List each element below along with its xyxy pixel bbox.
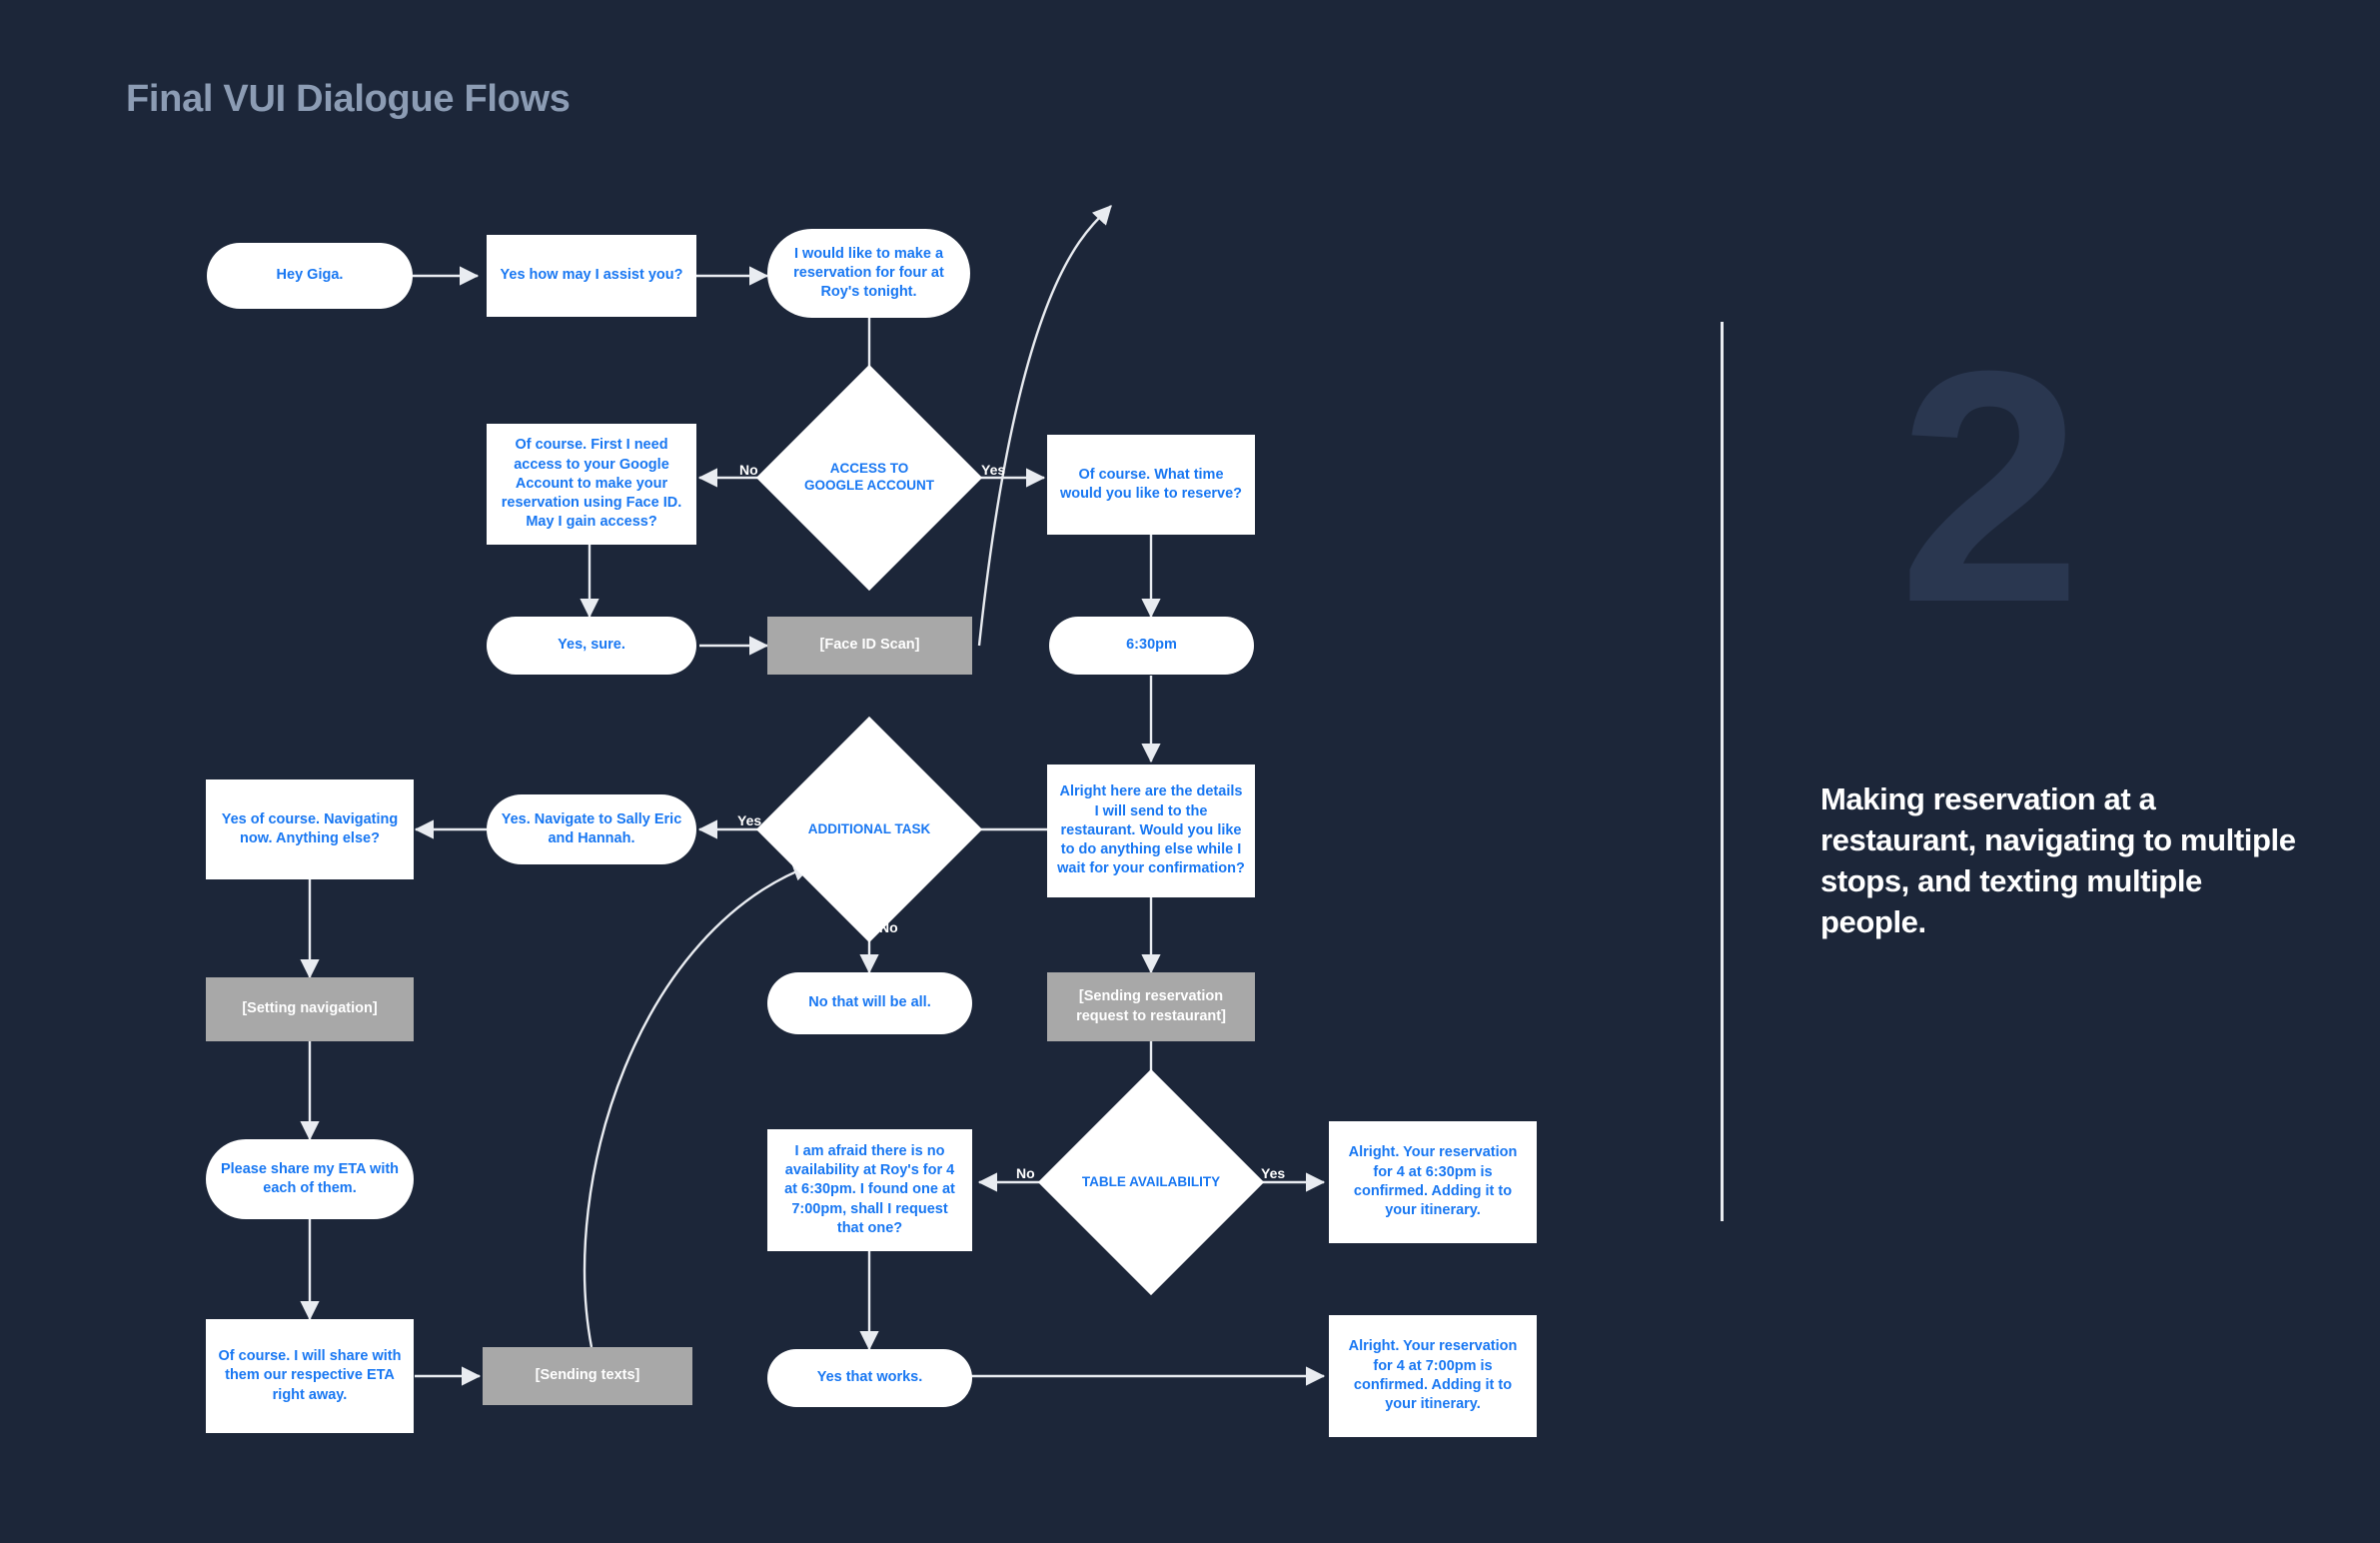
node-label: Yes. Navigate to Sally Eric and Hannah. bbox=[501, 810, 682, 846]
node-details-confirmation[interactable]: Alright here are the details I will send… bbox=[1047, 765, 1255, 897]
edge-label-additional-yes: Yes bbox=[737, 812, 762, 828]
node-label: Alright. Your reservation for 4 at 6:30p… bbox=[1348, 1144, 1518, 1219]
node-label: Alright here are the details I will send… bbox=[1057, 783, 1245, 877]
node-sending-texts[interactable]: [Sending texts] bbox=[483, 1347, 692, 1405]
node-confirmed-630pm[interactable]: Alright. Your reservation for 4 at 6:30p… bbox=[1329, 1121, 1537, 1243]
node-label: No that will be all. bbox=[808, 994, 931, 1011]
edge-label-additional-no: No bbox=[879, 919, 898, 935]
page-title: Final VUI Dialogue Flows bbox=[126, 78, 571, 120]
panel-caption: Making reservation at a restaurant, navi… bbox=[1820, 781, 2296, 939]
edge-label-table-no: No bbox=[1016, 1165, 1035, 1181]
node-navigating-now[interactable]: Yes of course. Navigating now. Anything … bbox=[206, 779, 414, 879]
node-will-share-eta[interactable]: Of course. I will share with them our re… bbox=[206, 1319, 414, 1433]
panel-divider bbox=[1721, 322, 1724, 1221]
decision-access-to-google-account[interactable]: ACCESS TO GOOGLE ACCOUNT bbox=[755, 364, 983, 592]
node-label: I would like to make a reservation for f… bbox=[793, 245, 944, 301]
node-how-may-i-assist[interactable]: Yes how may I assist you? bbox=[487, 235, 696, 317]
node-reservation-request[interactable]: I would like to make a reservation for f… bbox=[767, 229, 970, 318]
node-label: Please share my ETA with each of them. bbox=[220, 1160, 400, 1196]
node-label: [Sending reservation request to restaura… bbox=[1076, 988, 1226, 1024]
node-label: Of course. What time would you like to r… bbox=[1059, 466, 1243, 502]
node-yes-that-works[interactable]: Yes that works. bbox=[767, 1349, 972, 1407]
node-hey-giga[interactable]: Hey Giga. bbox=[207, 243, 413, 309]
node-label: [Setting navigation] bbox=[242, 1000, 378, 1017]
node-share-my-eta[interactable]: Please share my ETA with each of them. bbox=[206, 1139, 414, 1219]
node-label: I am afraid there is no availability at … bbox=[784, 1142, 955, 1236]
edge-label-table-yes: Yes bbox=[1261, 1165, 1286, 1181]
node-label: Hey Giga. bbox=[276, 267, 344, 284]
node-label: 6:30pm bbox=[1126, 637, 1177, 654]
decision-table-availability[interactable]: TABLE AVAILABILITY bbox=[1037, 1068, 1265, 1296]
edge-label-google-no: No bbox=[739, 462, 758, 478]
panel-step-number: 2 bbox=[1898, 302, 2082, 671]
node-no-that-will-be-all[interactable]: No that will be all. bbox=[767, 972, 972, 1034]
node-face-id-scan[interactable]: [Face ID Scan] bbox=[767, 617, 972, 675]
node-label: [Sending texts] bbox=[535, 1367, 640, 1384]
node-no-availability[interactable]: I am afraid there is no availability at … bbox=[767, 1129, 972, 1251]
node-label: ADDITIONAL TASK bbox=[807, 820, 931, 836]
node-label: [Face ID Scan] bbox=[819, 637, 920, 654]
node-yes-sure[interactable]: Yes, sure. bbox=[487, 617, 696, 675]
node-label: Alright. Your reservation for 4 at 7:00p… bbox=[1348, 1338, 1518, 1413]
edge-label-google-yes: Yes bbox=[981, 462, 1006, 478]
node-label: Of course. I will share with them our re… bbox=[218, 1348, 402, 1403]
node-need-google-access[interactable]: Of course. First I need access to your G… bbox=[487, 424, 696, 545]
node-setting-navigation[interactable]: [Setting navigation] bbox=[206, 977, 414, 1041]
node-confirmed-700pm[interactable]: Alright. Your reservation for 4 at 7:00p… bbox=[1329, 1315, 1537, 1437]
node-label: Of course. First I need access to your G… bbox=[501, 437, 682, 531]
node-label: Yes of course. Navigating now. Anything … bbox=[221, 810, 399, 846]
decision-additional-task[interactable]: ADDITIONAL TASK bbox=[755, 716, 983, 943]
node-label: Yes, sure. bbox=[558, 637, 625, 654]
node-navigate-to-contacts[interactable]: Yes. Navigate to Sally Eric and Hannah. bbox=[487, 794, 696, 864]
node-label: TABLE AVAILABILITY bbox=[1081, 1173, 1221, 1189]
node-time-630pm[interactable]: 6:30pm bbox=[1049, 617, 1254, 675]
node-label: Yes that works. bbox=[816, 1369, 923, 1386]
node-label: Yes how may I assist you? bbox=[500, 267, 683, 284]
node-what-time-to-reserve[interactable]: Of course. What time would you like to r… bbox=[1047, 435, 1255, 535]
node-label: ACCESS TO GOOGLE ACCOUNT bbox=[804, 461, 934, 493]
node-sending-reservation-request[interactable]: [Sending reservation request to restaura… bbox=[1047, 972, 1255, 1041]
